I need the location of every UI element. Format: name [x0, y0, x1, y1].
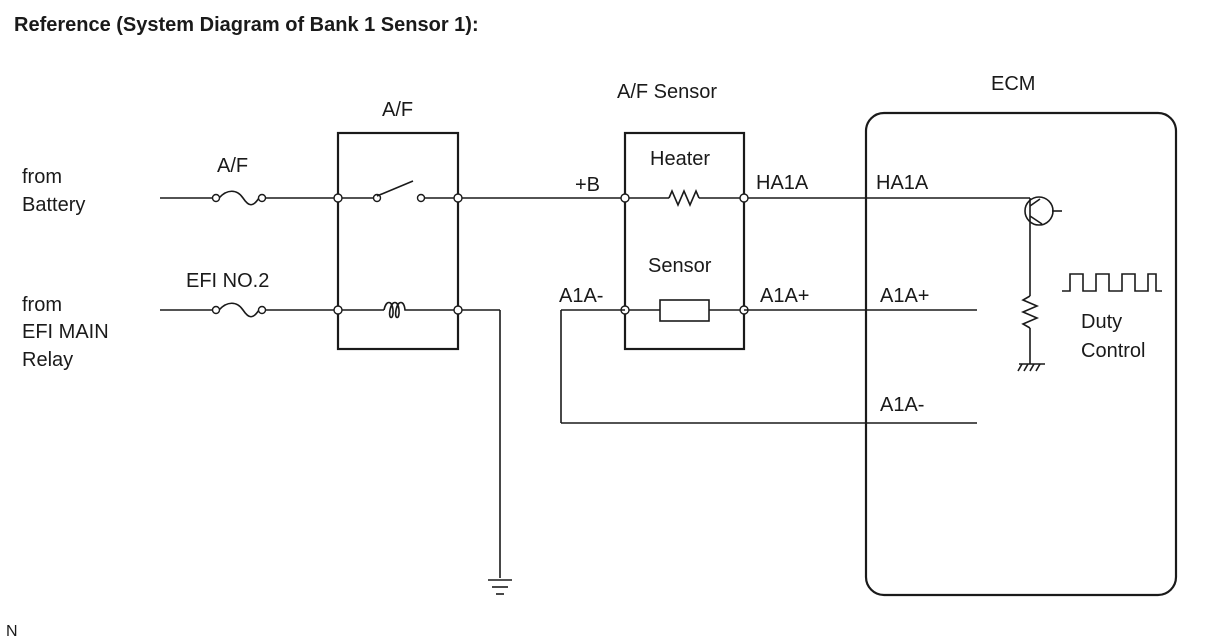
ecm-label: ECM — [991, 73, 1035, 95]
af-fuse-node — [257, 193, 267, 203]
sensor-terminal-node — [739, 193, 749, 203]
pin-a1a-plus-ecm-label: A1A+ — [880, 285, 929, 307]
svg-text:from: from — [22, 166, 62, 188]
efi-fuse-node — [211, 305, 221, 315]
ground-icon — [488, 579, 512, 595]
sensor-terminal-node — [620, 193, 630, 203]
heater-resistor-icon — [625, 188, 744, 208]
duty-control-label: Duty Control — [1081, 311, 1145, 362]
pin-ha1a-ecm-label: HA1A — [876, 172, 929, 194]
efi-line — [160, 302, 501, 578]
from-battery-label: from Battery — [22, 166, 85, 216]
af-relay-box — [336, 131, 460, 351]
af-fuse-node — [211, 193, 221, 203]
efi-no2-fuse-label: EFI NO.2 — [186, 270, 269, 292]
footer-mark: N — [6, 623, 18, 640]
duty-waveform-icon — [1062, 273, 1162, 292]
relay-terminal-node — [333, 305, 343, 315]
svg-text:Control: Control — [1081, 340, 1145, 362]
from-efi-main-relay-label: from EFI MAIN Relay — [22, 294, 109, 371]
battery-line — [160, 190, 1030, 206]
svg-text:Relay: Relay — [22, 349, 73, 371]
svg-text:Duty: Duty — [1081, 311, 1122, 333]
diagram-title: Reference (System Diagram of Bank 1 Sens… — [14, 14, 479, 36]
af-fuse-label: A/F — [217, 155, 248, 177]
af-sensor-box — [623, 131, 746, 351]
relay-terminal-node — [453, 193, 463, 203]
sensor-element-label: Sensor — [648, 255, 712, 277]
pin-plus-b-label: +B — [575, 174, 600, 196]
relay-coil — [383, 301, 410, 319]
relay-label: A/F — [382, 99, 413, 121]
relay-terminal-node — [333, 193, 343, 203]
svg-text:from: from — [22, 294, 62, 316]
relay-switch — [372, 180, 426, 203]
pin-a1a-minus-sensor-label: A1A- — [559, 285, 603, 307]
efi-fuse-node — [257, 305, 267, 315]
ecm-resistor-icon — [1020, 295, 1040, 364]
pin-ha1a-sensor-label: HA1A — [756, 172, 809, 194]
a1a-minus-line — [560, 309, 977, 424]
chassis-ground-icon — [1017, 363, 1045, 372]
af-sensor-label: A/F Sensor — [617, 81, 717, 103]
heater-label: Heater — [650, 148, 710, 170]
ecm-box — [864, 111, 1178, 597]
pin-a1a-plus-sensor-label: A1A+ — [760, 285, 809, 307]
sensor-element-icon — [625, 299, 744, 322]
svg-text:Battery: Battery — [22, 194, 85, 216]
relay-terminal-node — [453, 305, 463, 315]
svg-text:EFI MAIN: EFI MAIN — [22, 321, 109, 343]
transistor-icon — [1024, 196, 1062, 226]
pin-a1a-minus-ecm-label: A1A- — [880, 394, 924, 416]
